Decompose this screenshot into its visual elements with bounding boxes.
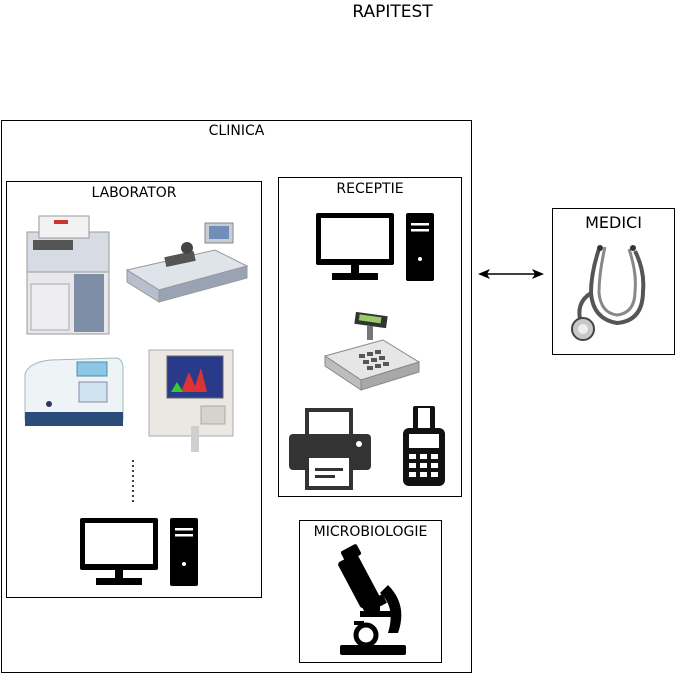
medici-box: MEDICI <box>552 208 675 355</box>
lab-analyzer-icon <box>26 215 110 335</box>
stethoscope-icon <box>571 245 646 341</box>
slide-stainer-icon <box>125 222 249 303</box>
microscope-icon <box>338 544 406 655</box>
clinica-label: CLINICA <box>208 123 265 139</box>
medici-label: MEDICI <box>585 213 642 232</box>
laborator-box: LABORATOR <box>6 181 262 598</box>
dotted-connector <box>132 460 134 504</box>
spectrophotometer-icon <box>24 357 124 426</box>
desktop-computer-icon <box>316 213 434 281</box>
receptie-box: RECEPTIE <box>278 177 462 497</box>
desktop-computer-icon <box>80 518 198 586</box>
hematology-analyzer-icon <box>148 349 234 452</box>
diagram-title: RAPITEST <box>352 2 433 22</box>
microbiologie-label: MICROBIOLOGIE <box>313 524 428 540</box>
microbiologie-box: MICROBIOLOGIE <box>299 520 442 663</box>
receptie-label: RECEPTIE <box>336 181 404 197</box>
bidirectional-arrow <box>478 269 544 279</box>
laborator-label: LABORATOR <box>91 185 177 201</box>
pos-terminal-icon <box>403 406 445 486</box>
cash-register-icon <box>323 311 421 391</box>
printer-icon <box>289 408 371 490</box>
